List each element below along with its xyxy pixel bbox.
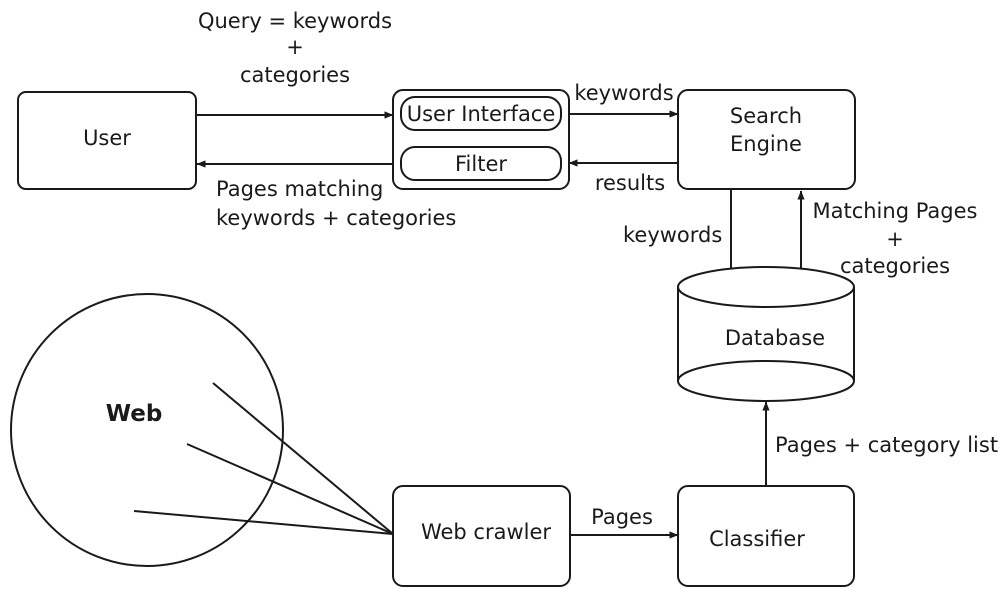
keywords-to-engine-label: keywords xyxy=(574,81,673,105)
crawler-rays xyxy=(133,382,394,535)
svg-text:Query = keywords: Query = keywords xyxy=(198,9,392,33)
web-crawler-label: Web crawler xyxy=(421,520,551,544)
pages-category-list-label: Pages + category list xyxy=(775,433,998,457)
web-circle xyxy=(10,293,284,567)
web-node: Web xyxy=(10,293,284,567)
filter-box xyxy=(400,146,562,181)
filter-label: Filter xyxy=(455,152,507,176)
crawler-ray-1 xyxy=(212,382,394,535)
svg-text:Pages matching: Pages matching xyxy=(216,177,383,201)
crawler-ray-3 xyxy=(133,510,394,535)
pages-matching-label: Pages matching keywords + categories xyxy=(216,177,456,230)
svg-text:+: + xyxy=(286,35,304,59)
results-label: results xyxy=(595,171,665,195)
user-box xyxy=(17,91,197,190)
search-engine-box xyxy=(677,89,856,190)
database-node: Database xyxy=(677,266,855,402)
query-label: Query = keywords + categories xyxy=(198,9,392,87)
svg-text:keywords + categories: keywords + categories xyxy=(216,206,456,230)
ui-filter-group: User Interface Filter xyxy=(392,89,570,190)
user-interface-label: User Interface xyxy=(407,102,556,126)
search-engine-node: Search Engine xyxy=(677,89,856,190)
classifier-label: Classifier xyxy=(709,527,805,551)
svg-text:+: + xyxy=(886,227,904,251)
database-bottom-rim xyxy=(677,360,855,382)
classifier-box xyxy=(677,485,855,587)
web-crawler-node: Web crawler xyxy=(392,485,571,587)
user-node: User xyxy=(17,91,197,190)
database-body xyxy=(677,287,855,402)
pages-label: Pages xyxy=(591,505,653,529)
svg-text:categories: categories xyxy=(240,63,350,87)
classifier-node: Classifier xyxy=(677,485,855,587)
database-label: Database xyxy=(725,326,825,350)
database-top xyxy=(677,266,855,308)
svg-text:categories: categories xyxy=(840,254,950,278)
keywords-to-db-label: keywords xyxy=(623,223,722,247)
web-label: Web xyxy=(106,401,163,427)
svg-text:Engine: Engine xyxy=(730,132,802,156)
crawler-ray-2 xyxy=(186,443,394,535)
user-interface-box xyxy=(400,96,562,131)
svg-text:Matching Pages: Matching Pages xyxy=(812,199,977,223)
svg-text:Search: Search xyxy=(730,104,802,128)
user-label: User xyxy=(83,126,131,150)
matching-pages-label: Matching Pages + categories xyxy=(812,199,977,278)
